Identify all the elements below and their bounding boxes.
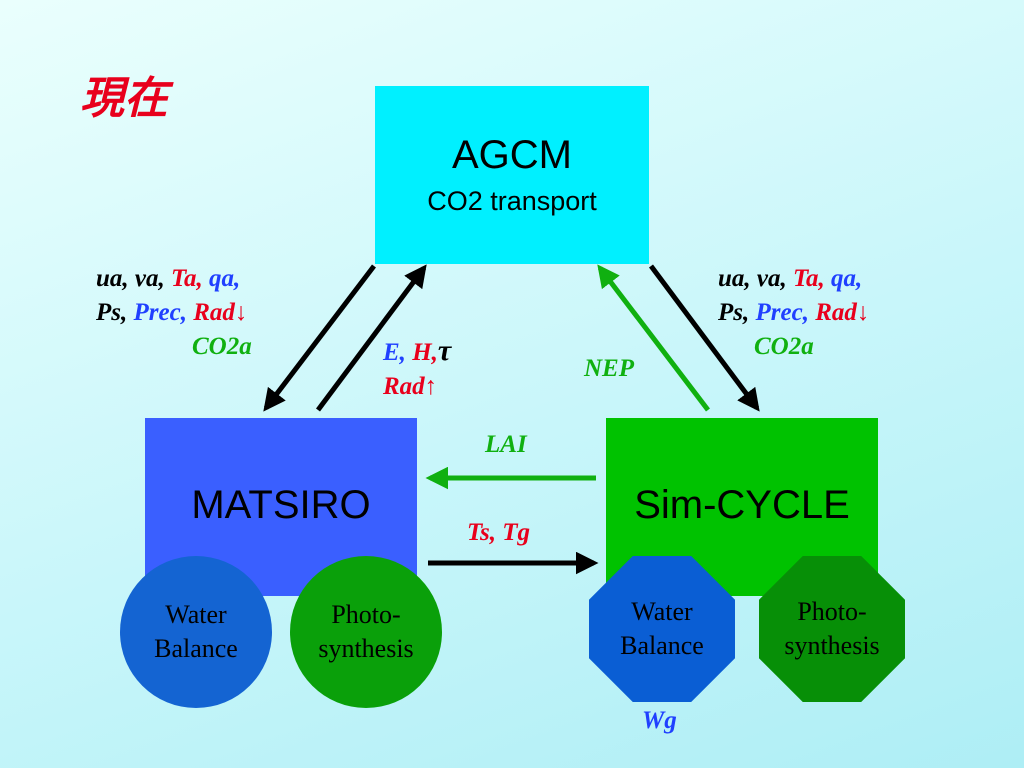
left-qa: qa, [209, 265, 241, 292]
flux-rad-up: Rad↑ [383, 373, 438, 400]
right-ta: Ta, [793, 265, 825, 292]
agcm-name: AGCM [452, 133, 572, 177]
lai-label: LAI [485, 431, 527, 458]
right-va: va, [756, 265, 787, 292]
left-water-balance-node: Water Balance [120, 556, 272, 708]
right-water-line1: Water [631, 597, 693, 626]
left-rad: Rad↓ [193, 299, 248, 326]
right-forcing-label: ua, va, Ta, qa, Ps, Prec, Rad↓ CO2a [718, 262, 869, 364]
left-photosynthesis-node: Photo- synthesis [290, 556, 442, 708]
right-photo-line2: synthesis [784, 631, 880, 660]
page-title: 現在 [80, 73, 168, 124]
agcm-sub: CO2 transport [427, 186, 597, 216]
flux-h: H, [412, 339, 438, 366]
left-prec: Prec, [133, 299, 187, 326]
matsiro-name: MATSIRO [191, 482, 371, 527]
left-va: va, [134, 265, 165, 292]
tstg-label: Ts, Tg [467, 519, 530, 546]
agcm-to-matsiro-arrow [263, 264, 376, 412]
agcm-box: AGCM CO2 transport [375, 86, 649, 264]
left-water-line2: Balance [154, 634, 238, 663]
right-ua: ua, [718, 265, 751, 292]
right-prec: Prec, [755, 299, 809, 326]
flux-e: E, [383, 339, 406, 366]
nep-label: NEP [584, 355, 634, 382]
matsiro-to-agcm-arrow [315, 264, 427, 412]
left-forcing-label: ua, va, Ta, qa, Ps, Prec, Rad↓ CO2a [96, 262, 252, 364]
agcm-to-simcycle-arrow [648, 264, 760, 412]
right-rad: Rad↓ [815, 299, 870, 326]
right-co2a: CO2a [754, 333, 814, 360]
right-water-balance-node: Water Balance [589, 556, 735, 702]
left-ta: Ta, [171, 265, 203, 292]
right-ps: Ps, [718, 299, 750, 326]
right-photosynthesis-node: Photo- synthesis [759, 556, 905, 702]
left-co2a: CO2a [192, 333, 252, 360]
left-water-line1: Water [165, 600, 227, 629]
right-qa: qa, [831, 265, 863, 292]
right-photo-line1: Photo- [797, 597, 867, 626]
simcycle-name: Sim-CYCLE [634, 482, 850, 527]
left-ua: ua, [96, 265, 129, 292]
left-photo-line2: synthesis [318, 634, 414, 663]
left-ps: Ps, [96, 299, 128, 326]
flux-label: E, H,τ Rad↑ [383, 334, 451, 404]
wg-label: Wg [642, 707, 677, 734]
simcycle-to-agcm-arrow [597, 264, 710, 412]
left-photo-line1: Photo- [331, 600, 401, 629]
flux-tau: τ [437, 334, 452, 367]
right-water-line2: Balance [620, 631, 704, 660]
